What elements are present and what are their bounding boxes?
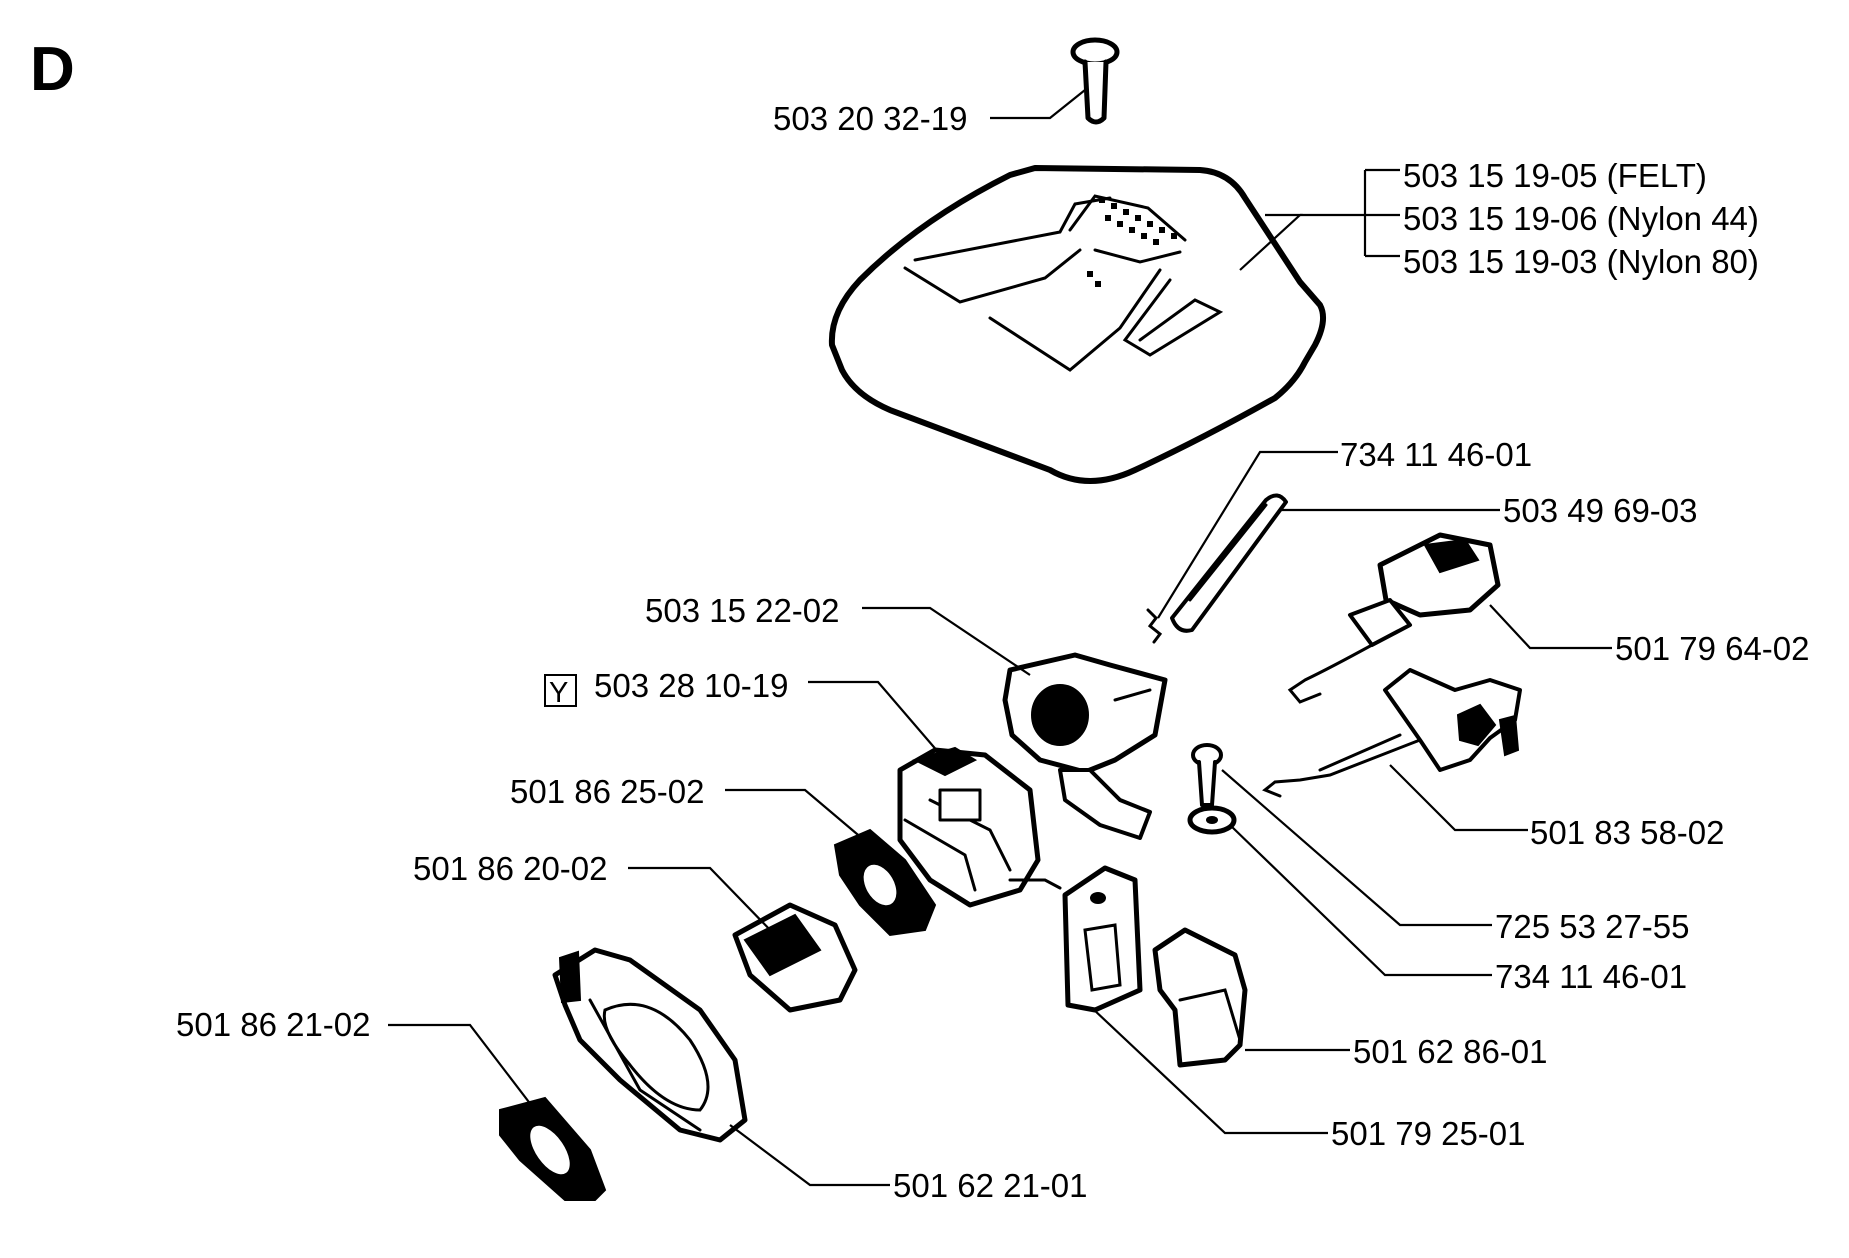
rod-drawing bbox=[1170, 493, 1288, 633]
label-gasket-c: 501 79 25-01 bbox=[1331, 1115, 1526, 1152]
carburetor-marker: Y bbox=[549, 677, 568, 709]
guide-plate-drawing bbox=[1062, 865, 1143, 1013]
label-housing: 501 62 21-01 bbox=[893, 1167, 1088, 1204]
housing-drawing bbox=[552, 947, 748, 1143]
label-throttle-link: 501 83 58-02 bbox=[1530, 814, 1725, 851]
guard-box-drawing bbox=[1152, 927, 1248, 1068]
label-guide-plate: 501 62 86-01 bbox=[1353, 1033, 1548, 1070]
label-rod: 503 49 69-03 bbox=[1503, 492, 1698, 529]
gasket-a-drawing bbox=[833, 828, 937, 937]
air-filter-drawing bbox=[828, 165, 1327, 484]
section-letter: D bbox=[30, 35, 75, 104]
spacer-drawing bbox=[732, 902, 858, 1013]
throttle-link-drawing bbox=[1262, 668, 1522, 798]
top-screw-drawing bbox=[1070, 37, 1120, 125]
label-spacer: 501 86 20-02 bbox=[413, 850, 608, 887]
label-filter-nylon44: 503 15 19-06 (Nylon 44) bbox=[1403, 200, 1759, 237]
label-gasket-a: 501 86 25-02 bbox=[510, 773, 705, 810]
label-choke: 501 79 64-02 bbox=[1615, 630, 1810, 667]
carburetor-marker-box bbox=[544, 674, 577, 707]
label-gasket-b: 501 86 21-02 bbox=[176, 1006, 371, 1043]
intake-bracket-drawing bbox=[1002, 652, 1168, 840]
carburetor-drawing bbox=[897, 746, 1062, 908]
label-bolt: 725 53 27-55 bbox=[1495, 908, 1690, 945]
label-screw-top: 503 20 32-19 bbox=[773, 100, 968, 137]
label-carburetor: 503 28 10-19 bbox=[594, 667, 789, 704]
bolt-washer-drawing bbox=[1187, 743, 1237, 835]
choke-drawing bbox=[1287, 532, 1501, 704]
label-pin-a: 734 11 46-01 bbox=[1340, 436, 1532, 473]
small-pin-drawing bbox=[1146, 608, 1163, 644]
gasket-b-drawing bbox=[499, 1096, 607, 1201]
label-bracket-intake: 503 15 22-02 bbox=[645, 592, 840, 629]
label-washer: 734 11 46-01 bbox=[1495, 958, 1687, 995]
leader-lines bbox=[388, 89, 1612, 1187]
label-filter-felt: 503 15 19-05 (FELT) bbox=[1403, 157, 1707, 194]
label-filter-nylon80: 503 15 19-03 (Nylon 80) bbox=[1403, 243, 1759, 280]
